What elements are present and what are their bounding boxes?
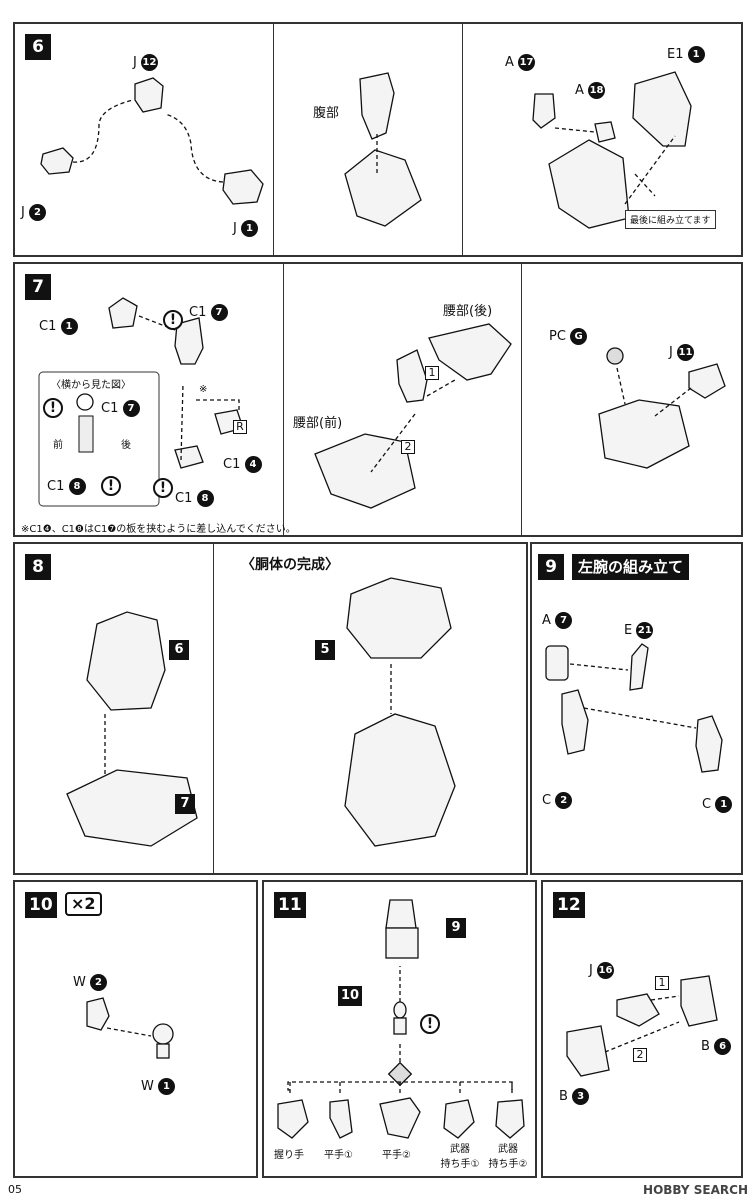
step-8-number: 8 [25, 554, 51, 580]
step-10-multiplier: ×2 [65, 892, 102, 916]
step-7-divider-1 [283, 264, 284, 535]
step-9-number: 9 [538, 554, 564, 580]
label-side-view: 〈横から見た図〉 [51, 380, 131, 391]
step-11-illustration [277, 899, 525, 1139]
step-10-illustration [86, 997, 174, 1059]
step-7-panel: 7 C1 1 ! C1 7 〈横から見た図〉 ! C1 7 前 後 C1 8 !… [13, 262, 743, 537]
label-c1: C 1 [702, 796, 733, 813]
note-assemble-last: 最後に組み立てます [625, 210, 716, 229]
label-c1-8b: C1 8 [47, 478, 86, 495]
label-c1-4: C1 4 [223, 456, 262, 473]
order-2: 2 [401, 440, 415, 454]
asterisk-mark: ※ [199, 384, 208, 395]
step-12-panel: 12 J 16 1 B 6 2 B 3 [541, 880, 743, 1178]
label-c1-7: C1 7 [189, 304, 228, 321]
label-front: 前 [53, 440, 63, 451]
step-11-panel: 11 9 10 ! 握り手 平手① 平手② 武器 持ち手① 武器 持ち手② [262, 880, 537, 1178]
step-8-panel: 8 〈胴体の完成〉 6 7 5 [13, 542, 528, 875]
label-b6: B 6 [701, 1038, 732, 1055]
label-waist-back: 腰部(後) [443, 304, 493, 319]
ref-step-7: 7 [175, 794, 195, 814]
order-2: 2 [633, 1048, 647, 1062]
ref-step-6: 6 [169, 640, 189, 660]
step-9-panel: 9 左腕の組み立て A 7 E 21 C 2 C 1 [530, 542, 743, 875]
order-1: 1 [425, 366, 439, 380]
step-12-illustration [566, 975, 718, 1077]
step-9-illustration [545, 643, 723, 773]
hand-label-flat-2: 平手② [382, 1150, 411, 1161]
caution-icon: ! [420, 1014, 440, 1034]
step-6-divider-1 [273, 24, 274, 255]
step-11-number: 11 [274, 892, 306, 918]
label-b3: B 3 [559, 1088, 590, 1105]
label-pc-g: PC G [549, 328, 588, 345]
hand-label-weapon-1: 武器 持ち手① [440, 1144, 480, 1170]
label-j1: J 1 [233, 220, 258, 237]
hand-label-grip: 握り手 [274, 1150, 304, 1161]
step-8-title: 〈胴体の完成〉 [241, 557, 339, 573]
caution-icon: ! [163, 310, 183, 330]
label-j2: J 2 [21, 204, 46, 221]
label-a7: A 7 [542, 612, 573, 629]
step-10-number: 10 [25, 892, 57, 918]
step-7-illustration [38, 297, 726, 509]
label-c1-8: C1 8 [175, 490, 214, 507]
page-number: 05 [8, 1183, 22, 1196]
ref-step-5: 5 [315, 640, 335, 660]
label-j12: J 12 [133, 54, 158, 71]
step-7-number: 7 [25, 274, 51, 300]
step-7-divider-2 [521, 264, 522, 535]
step-6-illustration [40, 71, 692, 229]
label-c1-1: C1 1 [39, 318, 78, 335]
label-waist: 腹部 [313, 106, 340, 121]
caution-icon: ! [153, 478, 173, 498]
hand-label-weapon-2: 武器 持ち手② [488, 1144, 528, 1170]
ref-step-9: 9 [446, 918, 466, 938]
watermark: HOBBY SEARCH [643, 1183, 748, 1197]
label-j16: J 16 [589, 962, 614, 979]
step-9-title: 左腕の組み立て [572, 554, 690, 580]
label-w2: W 2 [73, 974, 107, 991]
step-10-panel: 10 ×2 W 2 W 1 [13, 880, 258, 1178]
label-j11: J 11 [669, 344, 694, 361]
label-w1: W 1 [141, 1078, 175, 1095]
order-1: 1 [655, 976, 669, 990]
label-c2: C 2 [542, 792, 573, 809]
hand-label-flat-1: 平手① [324, 1150, 353, 1161]
ref-step-10: 10 [338, 986, 362, 1006]
label-waist-front: 腰部(前) [293, 416, 343, 431]
label-e21: E 21 [624, 622, 654, 639]
r-marker: R [233, 420, 247, 434]
step-12-number: 12 [553, 892, 585, 918]
label-e1: E1 1 [667, 46, 705, 63]
label-a18: A 18 [575, 82, 606, 99]
step-8-illustration [66, 577, 456, 847]
caution-icon: ! [43, 398, 63, 418]
step-8-divider [213, 544, 214, 873]
label-back: 後 [121, 440, 131, 451]
caution-icon: ! [101, 476, 121, 496]
step-6-divider-2 [462, 24, 463, 255]
step-7-footnote: ※C1❹、C1❽はC1❼の板を挟むように差し込んでください。 [21, 524, 296, 535]
step-6-panel: 6 J 12 J 2 J 1 腹部 A 17 A 18 E1 1 最後に組み立て… [13, 22, 743, 257]
label-c1-7b: C1 7 [101, 400, 140, 417]
step-6-number: 6 [25, 34, 51, 60]
label-a17: A 17 [505, 54, 536, 71]
